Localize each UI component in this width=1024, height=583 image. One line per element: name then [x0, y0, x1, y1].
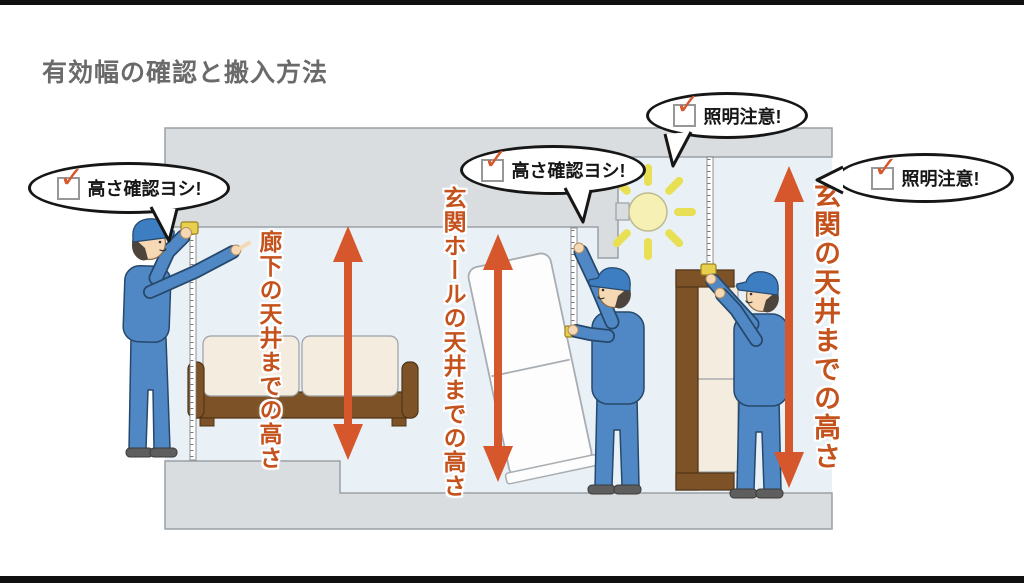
checked-checkbox-icon: ✓: [56, 163, 84, 200]
bubble-label: 照明注意!: [901, 169, 980, 189]
height-arrow-entrance-hall: [483, 234, 513, 482]
checkmark-icon: ✓: [483, 143, 508, 176]
sofa-upended-entrance: [675, 269, 739, 491]
worker-entrance: [705, 271, 789, 499]
checkmark-icon: ✓: [675, 89, 700, 121]
bubble-tail: [815, 165, 844, 195]
sofa-hallway: [187, 335, 419, 427]
checked-checkbox-icon: ✓: [870, 153, 898, 190]
letterbox-bottom: [0, 576, 1024, 583]
tape-measure-icon-right: [700, 156, 717, 276]
speech-bubble-light-warning-right: ✓ 照明注意!: [815, 153, 1014, 203]
bubble-tail: [563, 187, 593, 224]
worker-hallway: [122, 218, 251, 458]
checked-checkbox-icon: ✓: [480, 145, 508, 182]
tape-measure-icon-left: [180, 221, 199, 461]
ceiling-structure: [164, 127, 833, 259]
speech-bubble-light-warning-top: ✓ 照明注意!: [646, 91, 808, 168]
worker-entrance-hall: [567, 242, 645, 495]
page-title: 有効幅の確認と搬入方法: [42, 58, 329, 87]
bubble-label: 高さ確認ヨシ!: [511, 161, 626, 181]
checkmark-icon: ✓: [873, 151, 898, 184]
floor-structure: [164, 460, 833, 530]
checkmark-icon: ✓: [59, 161, 84, 194]
measure-label-entrance: 玄関の天井までの高さ: [810, 181, 840, 471]
measure-label-entrance-hall: 玄関ホールの天井までの高さ: [440, 186, 466, 498]
ceiling-light-icon: [612, 164, 696, 260]
speech-bubble-hallway-check: ✓ 高さ確認ヨシ!: [28, 162, 230, 243]
height-arrow-hallway: [333, 226, 363, 460]
height-arrow-entrance: [774, 166, 804, 488]
bubble-tail: [149, 206, 179, 243]
bubble-label: 高さ確認ヨシ!: [87, 179, 202, 199]
speech-bubble-entrance-hall-check: ✓ 高さ確認ヨシ!: [460, 145, 646, 224]
measure-label-hallway: 廊下の天井までの高さ: [256, 230, 282, 470]
letterbox-top: [0, 0, 1024, 5]
bubble-label: 照明注意!: [703, 106, 782, 127]
checked-checkbox-icon: ✓: [672, 91, 700, 127]
bubble-tail: [663, 131, 693, 168]
